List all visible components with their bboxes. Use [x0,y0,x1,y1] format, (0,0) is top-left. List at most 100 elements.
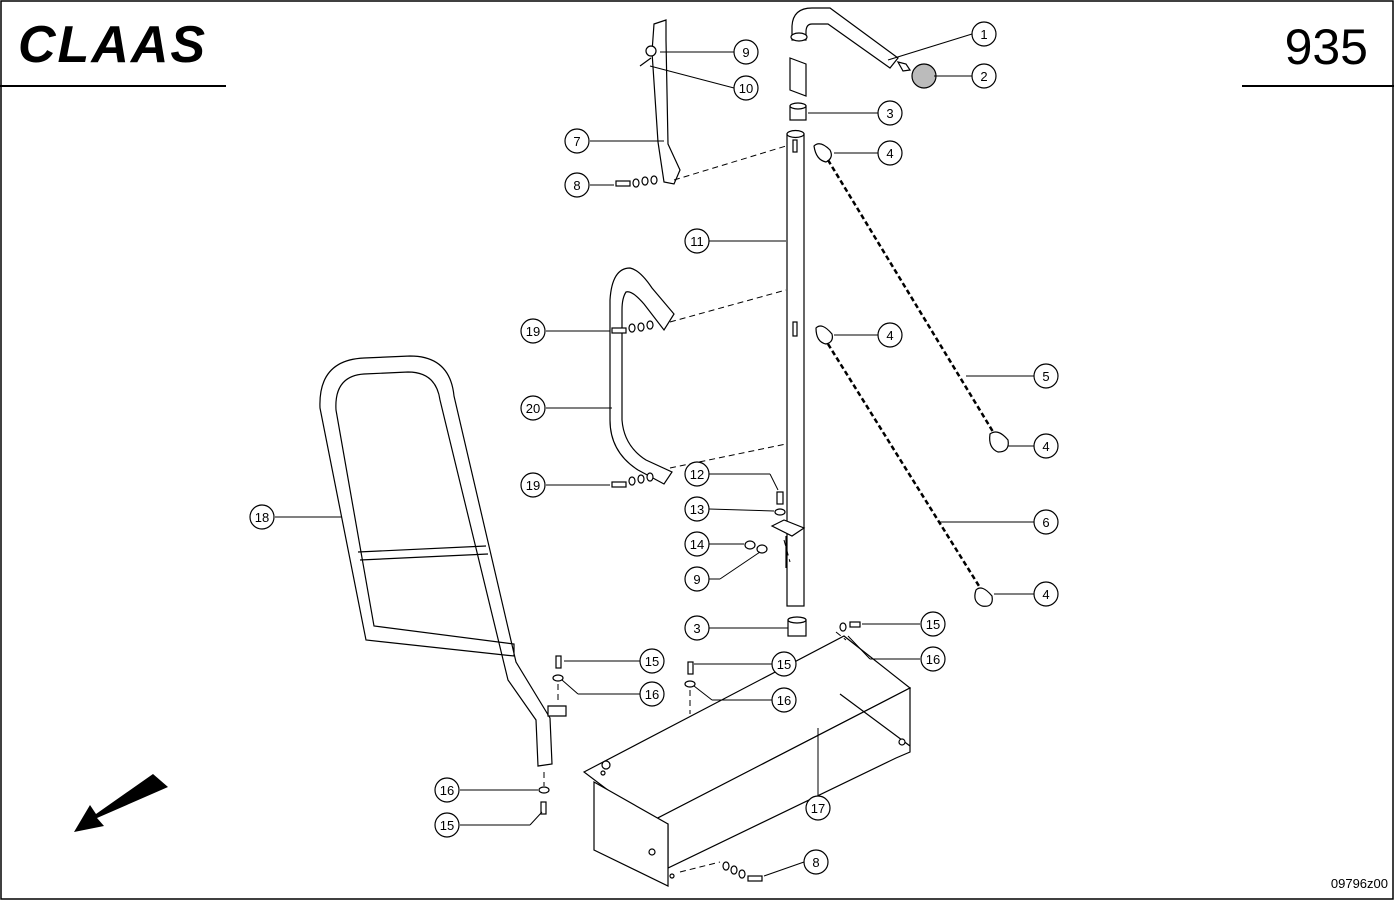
callout-circle [771,651,797,677]
callout-circle [1033,433,1059,459]
callout-4: 4 [877,322,903,348]
callout-circle [733,39,759,65]
part-step-plate [582,635,912,887]
leader-lines [275,33,1034,877]
callout-label: 16 [645,687,659,702]
part-chain-upper [813,143,1009,453]
callout-20: 20 [520,395,546,421]
callout-4: 4 [1033,581,1059,607]
callout-16: 16 [639,681,665,707]
callout-label: 4 [1042,439,1049,454]
callout-label: 2 [980,69,987,84]
callout-18: 18 [249,504,275,530]
callout-label: 15 [440,818,454,833]
callout-2: 2 [971,63,997,89]
part-bolt-set-plate [722,861,763,882]
callout-circle [971,63,997,89]
part-end-cap-stub [896,61,912,72]
callout-label: 6 [1042,515,1049,530]
part-washer [756,544,768,554]
callout-16: 16 [434,777,460,803]
part-end-cap [911,63,937,89]
callout-label: 15 [926,617,940,632]
callout-label: 15 [645,654,659,669]
part-bolt-set-top [615,175,658,188]
callout-circle [771,687,797,713]
callout-label: 3 [886,106,893,121]
callout-label: 20 [526,401,540,416]
callout-10: 10 [733,75,759,101]
drawing-code: 09796z00 [1331,876,1388,891]
callout-6: 6 [1033,509,1059,535]
callout-circle [733,75,759,101]
callout-19: 19 [520,472,546,498]
part-curved-handle [609,267,675,485]
part-screws [538,621,861,815]
callout-1: 1 [971,21,997,47]
callout-circle [1033,581,1059,607]
callout-circle [1033,509,1059,535]
brand-logo: CLAAS [18,16,207,74]
callout-label: 4 [1042,587,1049,602]
callout-label: 16 [926,652,940,667]
callout-circle [684,496,710,522]
callout-label: 8 [812,855,819,870]
callout-circle [805,795,831,821]
callout-label: 18 [255,510,269,525]
callout-12: 12 [684,461,710,487]
callout-14: 14 [684,531,710,557]
callout-15: 15 [920,611,946,637]
page-number: 935 [1285,19,1368,75]
callout-label: 7 [573,134,580,149]
callout-circle [684,566,710,592]
callout-11: 11 [684,228,710,254]
callout-label: 4 [886,146,893,161]
part-handrail [319,355,567,767]
callout-circle [520,472,546,498]
callout-label: 11 [690,234,704,249]
callout-label: 16 [440,783,454,798]
callout-label: 12 [690,467,704,482]
callout-8: 8 [564,172,590,198]
callout-3: 3 [684,615,710,641]
callout-17: 17 [805,795,831,821]
callout-label: 4 [886,328,893,343]
callout-7: 7 [564,128,590,154]
callout-circle [434,777,460,803]
callout-13: 13 [684,496,710,522]
callout-label: 9 [693,572,700,587]
callout-16: 16 [771,687,797,713]
callout-circle [920,646,946,672]
callout-4: 4 [877,140,903,166]
callout-circle [249,504,275,530]
part-insert-bottom [787,616,807,637]
callout-15: 15 [434,812,460,838]
part-insert-top [789,102,807,121]
part-bracket [639,19,681,185]
part-chain-lower [815,325,993,607]
callout-circle [920,611,946,637]
callout-circle [684,461,710,487]
callout-circle [520,395,546,421]
callout-label: 19 [526,324,540,339]
callout-circle [684,531,710,557]
callout-circle [877,322,903,348]
callout-circle [877,140,903,166]
callout-circle [564,172,590,198]
callout-label: 15 [777,657,791,672]
callout-circle [877,100,903,126]
callout-label: 17 [811,801,825,816]
callout-19: 19 [520,318,546,344]
part-bolt-set-handle-upper [611,320,654,334]
callout-group: 1234444567891011192019121314931815161516… [249,21,1059,875]
callout-label: 13 [690,502,704,517]
callout-circle [684,615,710,641]
callout-label: 19 [526,478,540,493]
callout-circle [520,318,546,344]
callout-4: 4 [1033,433,1059,459]
callout-label: 14 [690,537,704,552]
callout-9: 9 [684,566,710,592]
callout-label: 5 [1042,369,1049,384]
